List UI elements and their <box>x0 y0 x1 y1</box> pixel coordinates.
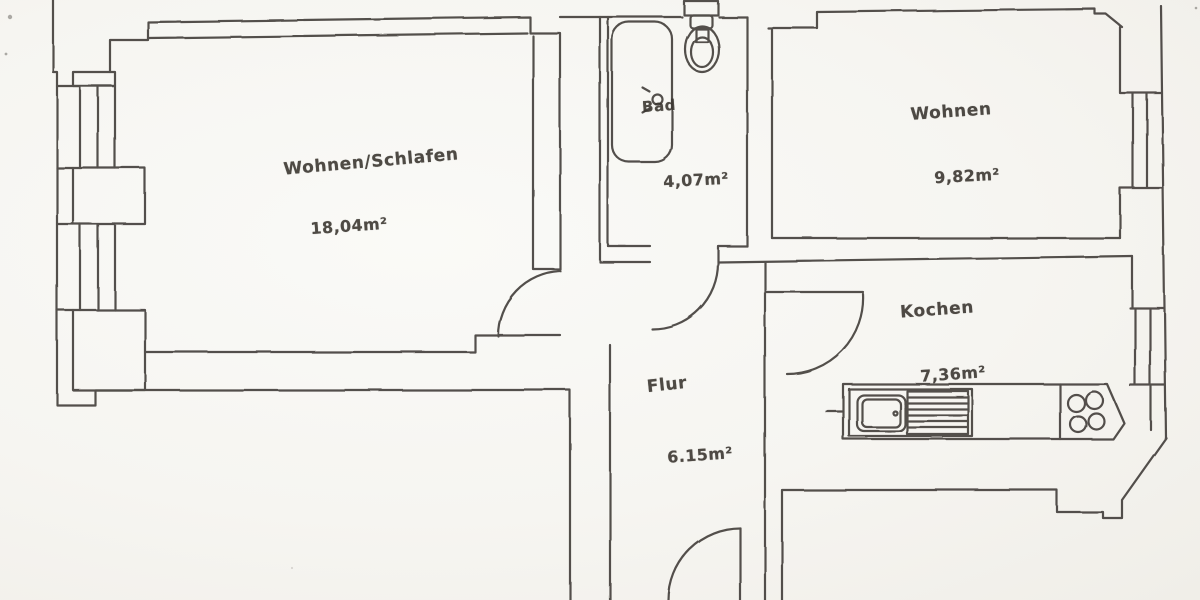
room-area-bad: 4,07m² <box>662 168 730 192</box>
entrance-door <box>666 526 742 600</box>
window-icon-left-2 <box>55 222 117 312</box>
right-exterior-wall <box>780 4 1168 600</box>
door-arc-wohnen-schlafen <box>496 269 562 338</box>
kochen-walls <box>763 260 865 600</box>
wohnen-schlafen-walls <box>51 0 572 600</box>
entrance-door-arc <box>666 526 742 600</box>
toilet-icon <box>682 0 721 74</box>
room-area-wohnen: 9,82m² <box>933 164 1001 188</box>
door-arc-bad <box>650 261 720 331</box>
bathtub-icon <box>610 20 674 164</box>
stove-burners-icon <box>1066 390 1106 434</box>
room-label-flur: Flur <box>645 372 689 398</box>
window-icon-left-1 <box>55 70 117 170</box>
kitchen-sink-icon <box>847 387 974 438</box>
scan-artifacts <box>4 6 1198 570</box>
door-arc-kochen <box>785 292 865 376</box>
wohnen-walls <box>716 7 1134 264</box>
kitchen-counter <box>824 382 1126 441</box>
window-icon-right-2 <box>1128 254 1167 432</box>
window-pier <box>71 166 147 226</box>
wall-block-lower-left <box>71 308 147 392</box>
room-label-bad: Bad <box>641 95 677 117</box>
bad-walls <box>558 15 749 264</box>
window-icon-right-1 <box>1118 25 1165 240</box>
